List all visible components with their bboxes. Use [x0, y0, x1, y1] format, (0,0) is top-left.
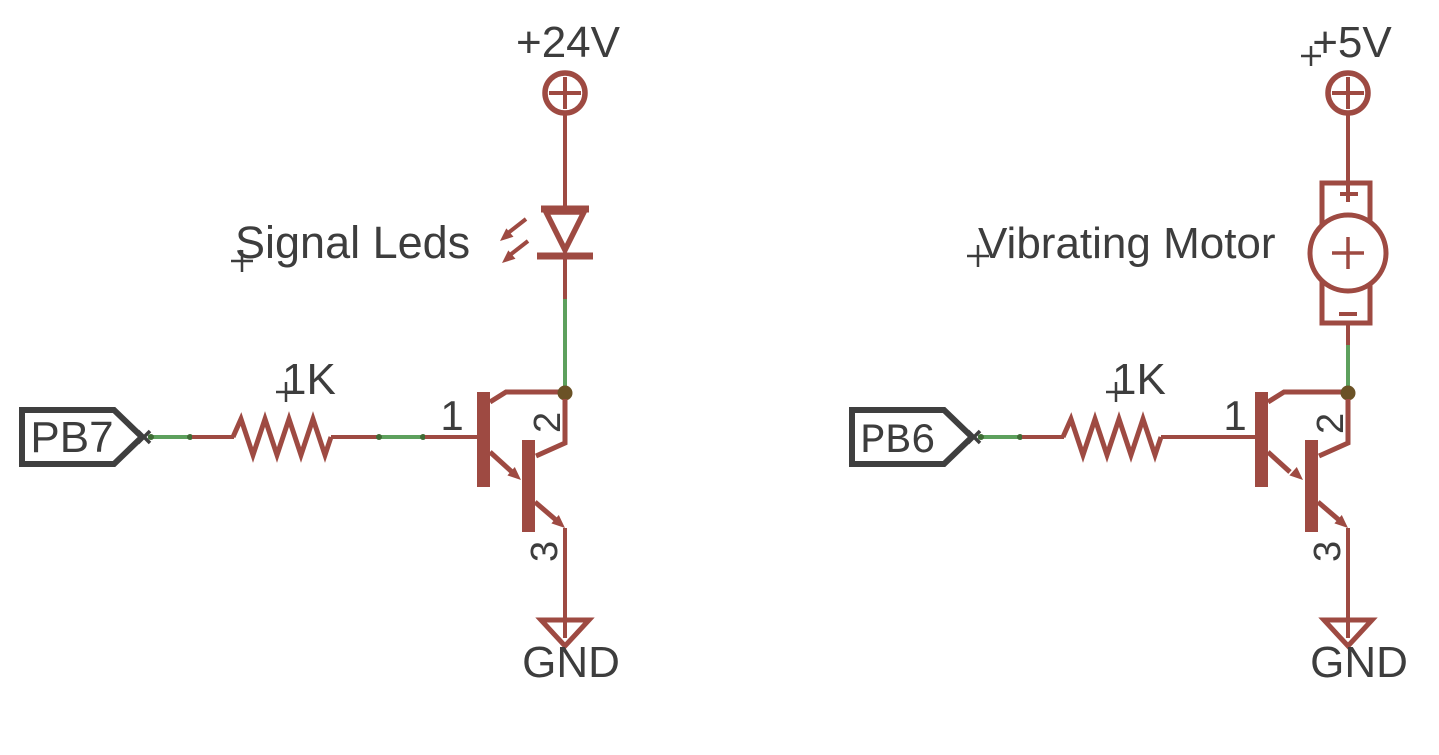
net-flag-label: PB6	[860, 417, 936, 465]
collector-junction-dot	[1340, 385, 1356, 401]
supply-label-group: +5V	[1301, 18, 1392, 67]
pin-number-base: 1	[1223, 392, 1246, 439]
ground-symbol	[1318, 617, 1378, 650]
connection-cross-icon	[966, 429, 982, 445]
ground-label: GND	[1310, 638, 1408, 687]
junction-dot	[376, 434, 382, 440]
supply-voltage-label: +24V	[516, 18, 621, 67]
circuit-led-driver: +24V Signal Leds	[19, 18, 621, 687]
junction-dot	[978, 434, 984, 440]
circuit-motor-driver: +5V Vibrating Motor PB6	[849, 18, 1408, 687]
junction-dot	[420, 434, 426, 440]
component-label: Vibrating Motor	[978, 219, 1276, 268]
collector-junction-dot	[557, 385, 573, 401]
component-label: Signal Leds	[235, 217, 470, 268]
component-label-group: Signal Leds	[231, 217, 470, 272]
power-supply-symbol	[1325, 70, 1371, 116]
ground-label: GND	[522, 638, 620, 687]
motor-symbol	[1307, 180, 1389, 326]
junction-dot	[148, 434, 154, 440]
led-symbol	[500, 205, 593, 263]
pin-number-collector: 2	[1310, 413, 1352, 434]
resistor-value-group: 1K	[276, 355, 336, 404]
junction-dot	[187, 434, 193, 440]
net-flag-pb6: PB6	[849, 407, 982, 467]
pin-number-emitter: 3	[1307, 541, 1349, 562]
ground-symbol	[535, 617, 595, 650]
resistor-value: 1K	[282, 355, 336, 404]
supply-voltage-label: +5V	[1312, 18, 1392, 67]
resistor-value-group: 1K	[1106, 355, 1166, 404]
led-light-arrows-icon	[500, 217, 530, 263]
resistor-symbol	[1060, 411, 1164, 463]
pin-number-base: 1	[440, 392, 463, 439]
net-flag-pb7: PB7	[19, 407, 152, 467]
pin-number-emitter: 3	[524, 541, 566, 562]
power-supply-symbol	[542, 70, 588, 116]
resistor-symbol	[230, 411, 334, 463]
transistor-symbol: 1 2 3	[440, 385, 573, 562]
connection-cross-icon	[136, 429, 152, 445]
resistor-value: 1K	[1112, 355, 1166, 404]
pin-number-collector: 2	[527, 412, 569, 433]
net-flag-label: PB7	[30, 413, 113, 462]
transistor-symbol: 1 2 3	[1223, 385, 1356, 562]
junction-dot	[1017, 434, 1023, 440]
component-label-group: Vibrating Motor	[967, 219, 1276, 268]
